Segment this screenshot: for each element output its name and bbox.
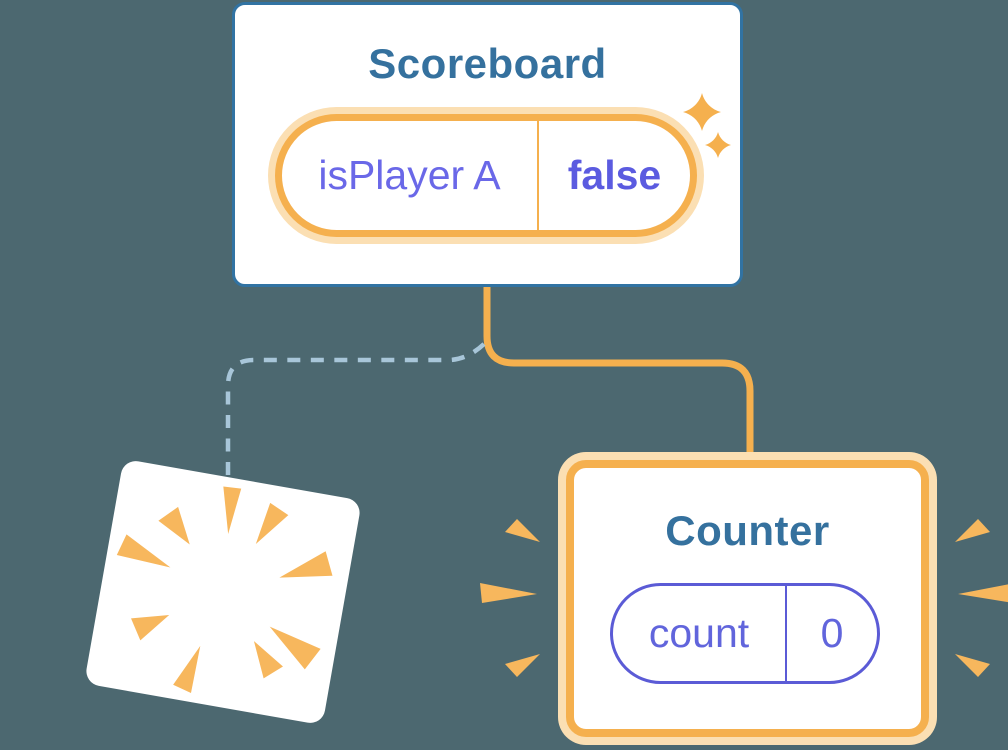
connector-destroyed-state <box>225 342 486 482</box>
scoreboard-title: Scoreboard <box>368 40 607 87</box>
scoreboard-card: Scoreboard isPlayer A false <box>232 2 743 287</box>
emphasis-rays-icon <box>480 519 1008 677</box>
pill-divider <box>785 586 787 681</box>
sparkles-icon <box>683 93 731 158</box>
connector-kept-state <box>483 280 754 467</box>
state-label: count <box>648 610 750 656</box>
scoreboard-state-pill: isPlayer A false <box>275 114 697 237</box>
destroyed-component-card <box>84 458 362 726</box>
state-value: false <box>567 152 662 198</box>
poof-burst-icon <box>116 486 333 693</box>
counter-state-pill: count 0 <box>610 583 880 684</box>
counter-title: Counter <box>665 507 830 554</box>
pill-divider <box>537 121 539 230</box>
state-label: isPlayer A <box>318 152 501 198</box>
counter-card: Counter count 0 <box>566 460 929 737</box>
state-value: 0 <box>820 610 844 656</box>
